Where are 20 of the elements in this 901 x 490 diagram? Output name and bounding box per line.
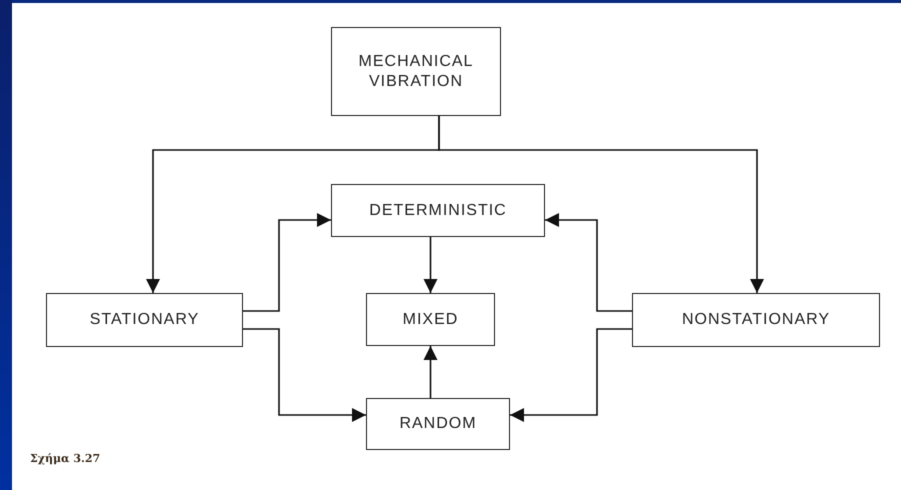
arrow xyxy=(243,213,331,312)
node-label: NONSTATIONARY xyxy=(682,310,830,330)
process-box xyxy=(331,184,545,237)
arrow xyxy=(243,328,366,422)
arrow xyxy=(545,213,632,312)
process-box xyxy=(46,293,243,347)
node-label: MIXED xyxy=(402,310,458,330)
arrow xyxy=(510,328,632,422)
node-label: MECHANICAL VIBRATION xyxy=(358,52,474,92)
arrow xyxy=(438,116,764,293)
node-label: STATIONARY xyxy=(90,310,200,330)
arrow xyxy=(424,346,438,398)
node-label: RANDOM xyxy=(399,414,477,434)
arrow xyxy=(424,237,438,293)
process-box xyxy=(366,293,495,346)
figure-caption: Σχήμα 3.27 xyxy=(30,452,100,465)
process-box xyxy=(366,398,510,450)
process-box xyxy=(331,27,501,116)
process-box xyxy=(632,293,880,347)
node-label: DETERMINISTIC xyxy=(369,200,507,220)
